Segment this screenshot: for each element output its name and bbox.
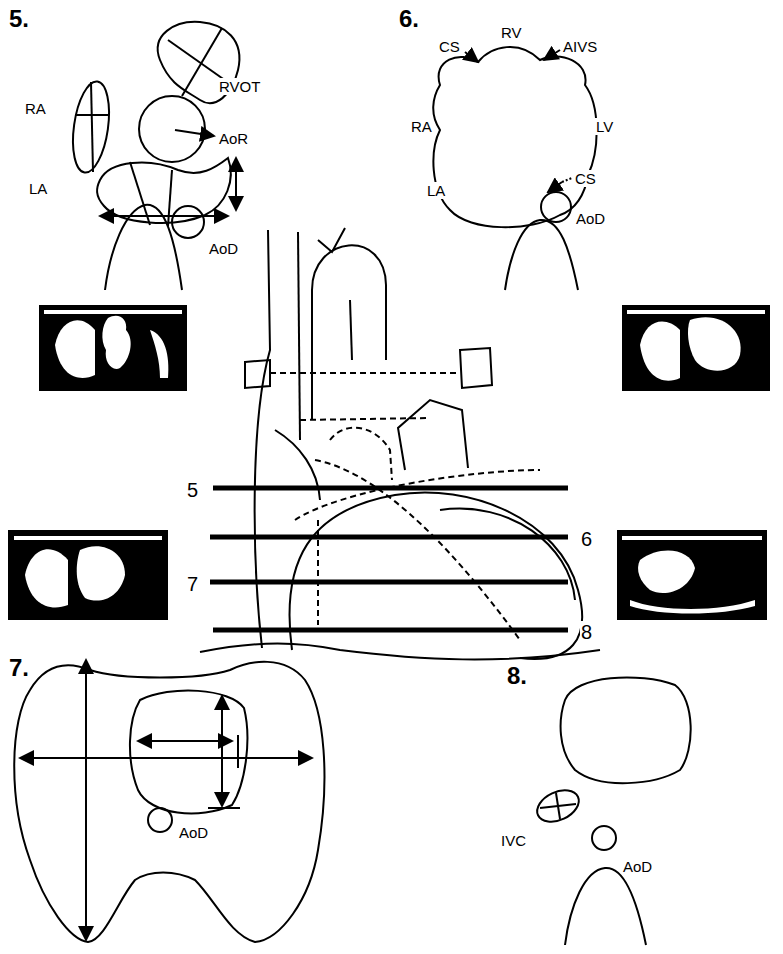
structure-label: AoR [218,130,249,147]
structure-label: LA [28,180,48,197]
structure-label: RVOT [218,78,261,95]
panel-number: 6. [398,6,420,32]
heart-illustration [200,228,600,659]
structure-label: AoD [208,240,239,257]
level-number: 8 [580,621,593,643]
panel-number: 8. [506,663,528,689]
structure-label: IVC [500,832,527,849]
panel-7-section [14,660,324,942]
panel-number: 7. [8,655,30,681]
level-number: 7 [186,573,199,595]
structure-label: RA [410,118,433,135]
level-number: 5 [186,479,199,501]
structure-label: CS [438,38,461,55]
structure-label: RA [24,100,47,117]
structure-label: AIVS [562,38,598,55]
structure-label: AoD [575,210,606,227]
structure-label: LV [595,118,614,135]
panel-6-section [433,47,596,290]
panel-5-section [68,22,240,290]
panel-number: 5. [8,6,30,32]
level-number: 6 [580,528,593,550]
structure-label: RV [500,24,523,41]
ct-image [8,305,770,620]
panel-8-section [532,677,691,945]
structure-label: AoD [622,858,653,875]
structure-label: LA [426,182,446,199]
structure-label: AoD [178,824,209,841]
structure-label: CS [574,170,597,187]
level-line [210,488,568,630]
